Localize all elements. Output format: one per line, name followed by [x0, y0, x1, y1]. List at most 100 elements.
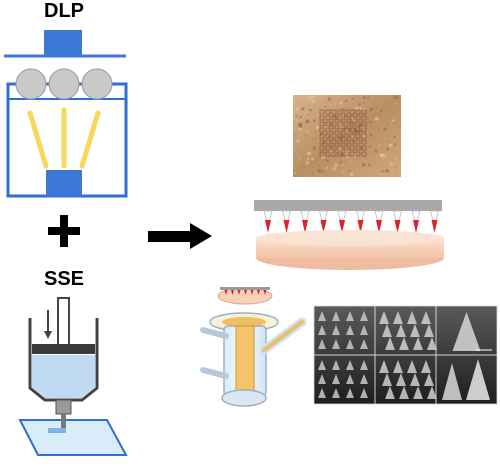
texture-dot — [324, 105, 327, 108]
texture-dot — [351, 140, 354, 143]
sem-spike — [424, 373, 434, 386]
array-cell — [319, 145, 325, 151]
texture-dot — [339, 101, 343, 105]
texture-dot — [333, 103, 336, 105]
roller-icon — [15, 68, 47, 100]
array-cell — [319, 139, 325, 145]
array-cell — [355, 133, 361, 139]
patch-photo-background — [293, 95, 401, 177]
microneedle-tip — [376, 220, 382, 233]
dlp-printer — [4, 30, 128, 198]
sem-spike — [346, 339, 354, 349]
plunger-head — [32, 344, 95, 354]
texture-dot — [312, 146, 316, 150]
mini-needle — [257, 290, 260, 295]
array-cell — [355, 145, 361, 151]
array-cell — [319, 115, 325, 121]
array-cell — [349, 151, 355, 157]
microneedle-tip — [302, 220, 308, 233]
sem-spike — [360, 325, 368, 335]
texture-dot — [321, 170, 324, 173]
array-cell — [361, 127, 367, 133]
texture-dot — [306, 151, 311, 156]
array-cell — [361, 109, 367, 115]
array-cell — [343, 145, 349, 151]
cell-sampling-arm-core — [262, 320, 304, 352]
sem-spike — [360, 339, 368, 349]
texture-dot — [385, 169, 390, 173]
texture-dot — [394, 158, 397, 161]
texture-dot — [326, 159, 329, 162]
sem-spike — [332, 388, 340, 398]
microneedle-tip — [265, 220, 271, 233]
array-cell — [331, 127, 337, 133]
texture-dot — [374, 149, 378, 153]
texture-dot — [318, 165, 321, 167]
array-cell — [319, 127, 325, 133]
sem-spike — [346, 374, 354, 384]
needle-row — [263, 210, 440, 233]
sem-spike — [410, 373, 420, 386]
sem-spike — [332, 311, 340, 321]
skin-top — [256, 230, 444, 246]
texture-dot — [374, 116, 379, 121]
array-cell — [331, 109, 337, 115]
texture-dot — [339, 161, 342, 164]
microneedle-base — [355, 210, 366, 228]
microneedle-base — [337, 210, 347, 228]
sem-spike — [346, 360, 354, 370]
texture-dot — [305, 119, 310, 124]
light-beam — [79, 110, 101, 169]
mini-patch-bar — [220, 287, 270, 290]
array-cell — [349, 109, 355, 115]
sem-spike — [421, 311, 431, 324]
array-cell — [361, 115, 367, 121]
microneedle-tip — [357, 220, 364, 233]
plunger-rod — [57, 297, 70, 349]
array-cell — [355, 109, 361, 115]
array-cell — [349, 133, 355, 139]
sem-spike — [396, 373, 406, 386]
array-cell — [355, 115, 361, 121]
texture-dot — [360, 127, 362, 129]
mini-needles — [224, 290, 267, 295]
array-cell — [337, 127, 343, 133]
texture-dot — [294, 134, 296, 136]
texture-dot — [369, 133, 373, 137]
array-cell — [361, 133, 367, 139]
printed-strand — [48, 428, 66, 433]
texture-dot — [389, 162, 393, 166]
texture-dot — [351, 97, 354, 100]
array-cell — [349, 139, 355, 145]
texture-dot — [307, 96, 311, 100]
array-cell — [337, 151, 343, 157]
array-cell — [331, 133, 337, 139]
array-cell — [349, 115, 355, 121]
mini-needle — [263, 290, 267, 295]
sem-spike — [360, 374, 368, 384]
array-cell — [343, 121, 349, 127]
microneedle-patch-icon — [254, 200, 444, 270]
texture-dot — [298, 122, 303, 127]
array-cell — [319, 121, 325, 127]
sem-spike — [413, 337, 423, 350]
array-cell — [355, 151, 361, 157]
texture-dot — [341, 171, 344, 174]
microneedle-base — [374, 210, 384, 228]
microneedle-tip — [431, 220, 438, 233]
sem-spike — [396, 324, 406, 337]
cell-base — [221, 389, 267, 407]
array-cell — [337, 109, 343, 115]
sem-spike — [379, 311, 389, 324]
texture-dot — [376, 107, 378, 109]
mini-needle — [231, 290, 234, 295]
sem-spike — [360, 360, 368, 370]
sem-spike — [385, 386, 395, 399]
array-cell — [325, 109, 331, 115]
array-cell — [319, 151, 325, 157]
texture-dot — [306, 130, 309, 133]
array-cell — [343, 109, 349, 115]
franz-diffusion-cell-icon — [200, 287, 307, 407]
microneedle-base — [392, 210, 403, 228]
array-cell — [337, 139, 343, 145]
